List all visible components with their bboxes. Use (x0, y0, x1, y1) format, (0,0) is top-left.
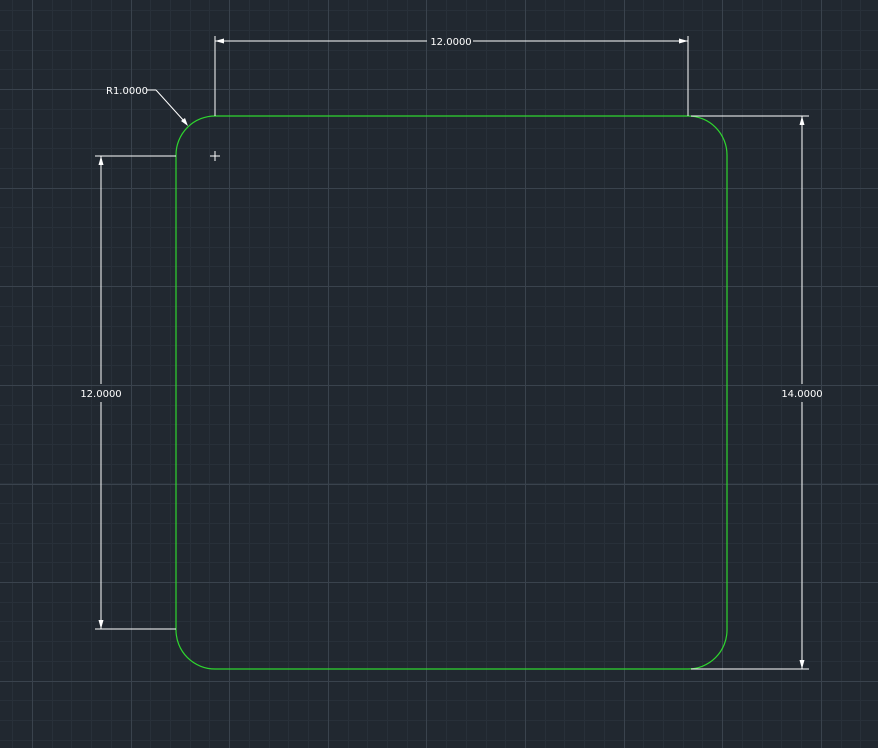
arrowhead-right-icon (679, 38, 688, 44)
arrowhead-left-icon (215, 38, 224, 44)
dimension-text-radius: R1.0000 (106, 86, 148, 97)
arrowhead-top-icon (799, 116, 805, 125)
dimension-left-height[interactable]: 12.0000 (80, 155, 176, 630)
dimension-text-left: 12.0000 (80, 389, 121, 400)
crosshair-cursor-icon (210, 151, 220, 161)
dimension-text-top: 12.0000 (430, 37, 471, 48)
rounded-rectangle-outline[interactable] (175, 115, 728, 670)
leader-arrow-icon (181, 118, 188, 126)
leader-line (155, 89, 185, 122)
dimension-radius[interactable]: R1.0000 (106, 86, 188, 126)
arrowhead-bottom-icon (799, 660, 805, 669)
dimension-top-width[interactable]: 12.0000 (214, 36, 689, 116)
dimension-right-height[interactable]: 14.0000 (691, 115, 823, 670)
arrowhead-top-icon (98, 156, 104, 165)
dimension-text-right: 14.0000 (781, 389, 822, 400)
arrowhead-bottom-icon (98, 620, 104, 629)
